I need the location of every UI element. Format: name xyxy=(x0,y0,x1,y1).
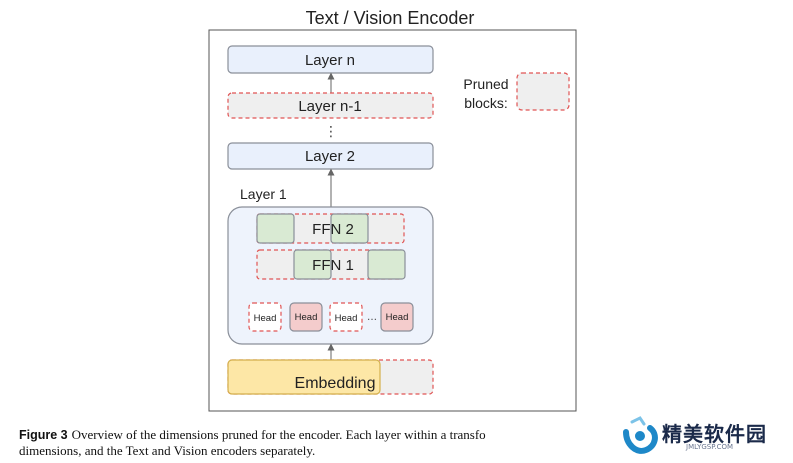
caption-line-2: dimensions, and the Text and Vision enco… xyxy=(19,443,316,458)
head-1-pruned xyxy=(248,302,282,332)
diagram-title: Text / Vision Encoder xyxy=(306,8,475,28)
head-3-pruned xyxy=(329,302,363,332)
vertical-ellipsis: ⋮ xyxy=(324,124,338,140)
head-4-label: Head xyxy=(386,312,409,323)
head-4-kept xyxy=(380,302,414,332)
legend-label-line2: blocks: xyxy=(464,95,508,111)
embedding-label: Embedding xyxy=(295,375,376,392)
head-3-label: Head xyxy=(335,313,358,324)
legend-pruned-swatch xyxy=(516,72,570,111)
ffn-2-label: FFN 2 xyxy=(312,221,354,238)
ffn-2-kept-block-mid xyxy=(330,213,369,244)
ffn-1-kept-block-mid xyxy=(293,249,332,280)
layer-n-minus-1-label: Layer n-1 xyxy=(298,98,361,115)
caption-text-1: Overview of the dimensions pruned for th… xyxy=(71,427,486,442)
ffn-1-kept-block-right xyxy=(367,249,406,280)
ffn-2-kept-block-left xyxy=(256,213,295,244)
head-2-kept xyxy=(289,302,323,332)
legend-label-line1: Pruned xyxy=(463,76,508,92)
watermark-url: JMLYGSP.COM xyxy=(686,443,734,451)
layer-1-label: Layer 1 xyxy=(240,186,287,202)
watermark-logo-icon xyxy=(623,416,658,454)
heads-ellipsis: … xyxy=(367,312,377,323)
ffn-1-label: FFN 1 xyxy=(312,257,354,274)
layer-n-minus-1-box xyxy=(227,92,434,119)
watermark: 精美软件园 JMLYGSP.COM xyxy=(620,414,790,460)
watermark-name: 精美软件园 xyxy=(662,422,767,446)
head-1-label: Head xyxy=(254,313,277,324)
layer-n-label: Layer n xyxy=(305,52,355,69)
head-2-label: Head xyxy=(295,312,318,323)
embedding-kept-block xyxy=(227,359,381,395)
layer-2-label: Layer 2 xyxy=(305,148,355,165)
figure-label: Figure 3 xyxy=(19,428,68,442)
